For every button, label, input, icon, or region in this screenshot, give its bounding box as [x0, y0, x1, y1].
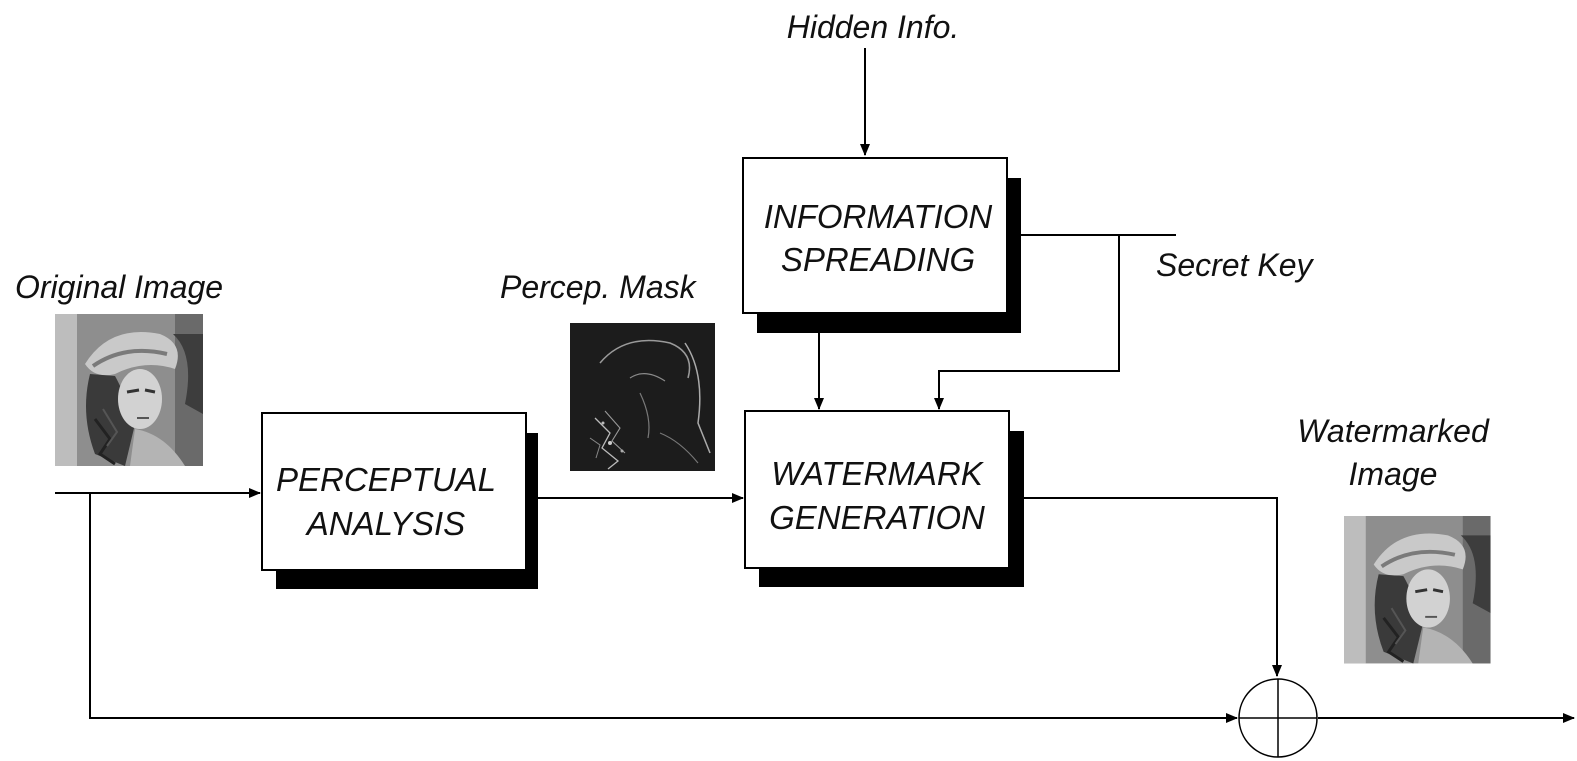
secret-key-label: Secret Key	[1156, 247, 1315, 283]
adder-junction	[1238, 678, 1318, 758]
perceptual-analysis-line1: PERCEPTUAL	[276, 461, 496, 498]
bypass-to-adder-arrow	[89, 493, 1238, 723]
percep-mask-label: Percep. Mask	[500, 269, 698, 305]
watermark-generation-block	[744, 410, 1010, 569]
watermark-generation-line1: WATERMARK	[771, 455, 984, 492]
info-spreading-block	[742, 157, 1008, 314]
percep-mask-image	[569, 322, 716, 472]
perceptual-analysis-block	[261, 412, 527, 571]
watermark-generation-line2: GENERATION	[769, 499, 985, 536]
info-spreading-line1: INFORMATION	[764, 198, 993, 235]
original-image-label: Original Image	[15, 269, 223, 305]
hidden-info-label: Hidden Info.	[787, 9, 960, 45]
watermarked-label-line1: Watermarked	[1297, 413, 1490, 449]
generation-to-adder-arrow	[1024, 497, 1282, 677]
original-image-photo	[53, 312, 205, 468]
watermarked-label-line2: Image	[1349, 456, 1438, 492]
secret-key-to-generation-arrow	[934, 235, 1120, 410]
info-spreading-line2: SPREADING	[781, 241, 975, 278]
perceptual-analysis-line2: ANALYSIS	[305, 505, 465, 542]
watermarked-image-photo	[1342, 514, 1493, 666]
